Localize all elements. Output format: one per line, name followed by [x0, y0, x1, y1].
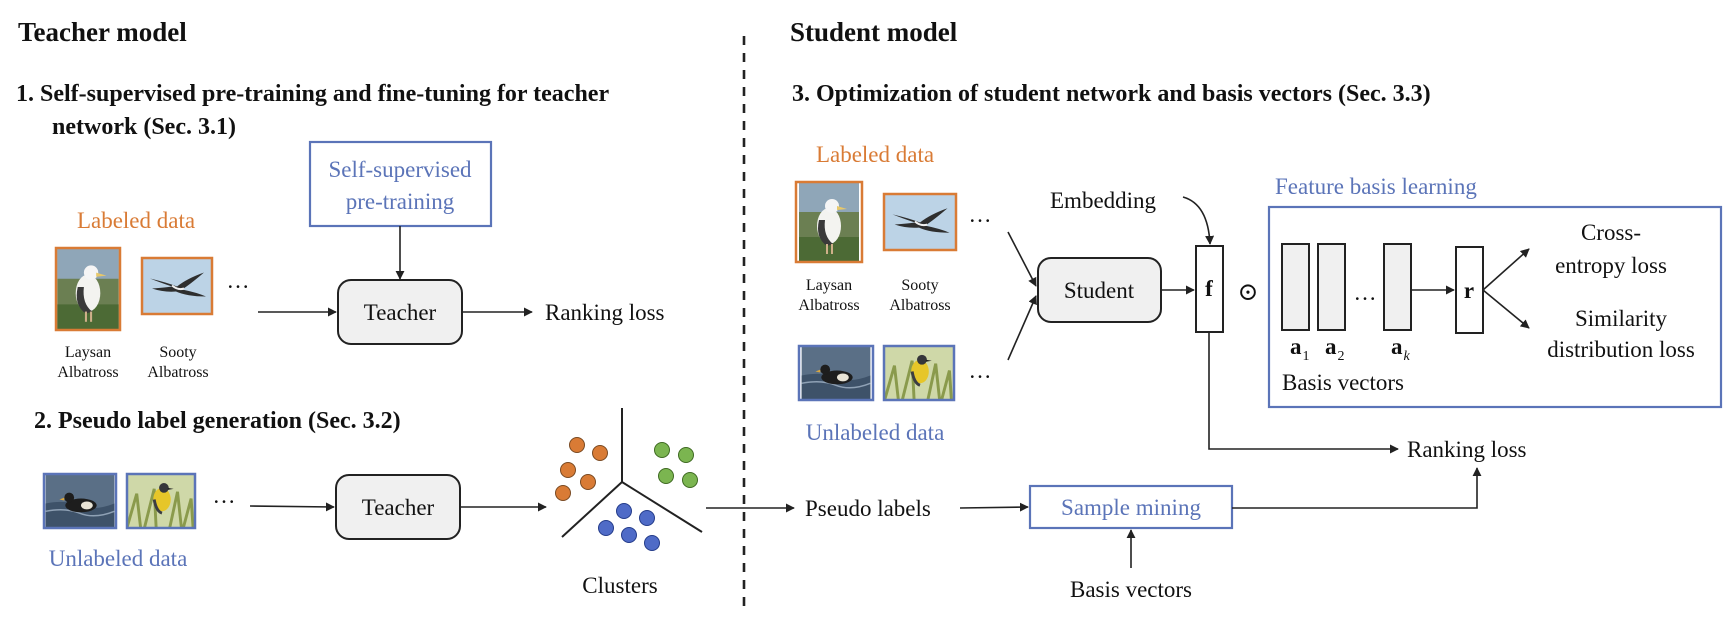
student-caption-1-line2: Albatross	[798, 297, 859, 314]
student-ranking-loss: Ranking loss	[1407, 437, 1527, 462]
teacher-ranking-loss: Ranking loss	[545, 300, 665, 325]
student-labeled-image-2	[882, 192, 958, 252]
teacher-unlabeled-ellipsis: …	[213, 483, 236, 508]
sim-loss-line1: Similarity	[1575, 306, 1668, 331]
basis-vector-a1	[1281, 243, 1310, 331]
student-labeled-image-1	[794, 180, 864, 264]
teacher-label-1: Teacher	[364, 300, 437, 325]
ssl-label-line1: Self-supervised	[328, 157, 472, 182]
step1-title-line1: 1. Self-supervised pre-training and fine…	[16, 81, 609, 107]
basis-ak-label: ak	[1391, 334, 1411, 364]
teacher-caption-1-line1: Laysan	[65, 344, 111, 361]
student-caption-2-line1: Sooty	[901, 277, 938, 294]
feature-basis-learning-title: Feature basis learning	[1275, 174, 1477, 199]
ssl-label-line2: pre-training	[346, 189, 455, 214]
clusters-label: Clusters	[582, 573, 657, 598]
teacher-unlabeled-data-title: Unlabeled data	[49, 546, 188, 571]
r-to-sim-arrow	[1482, 289, 1530, 329]
ce-loss-line1: Cross-	[1581, 220, 1641, 245]
teacher-unlabeled-image-2	[125, 472, 197, 530]
r-to-ce-arrow	[1482, 248, 1530, 291]
ce-loss-line2: entropy loss	[1555, 253, 1667, 278]
sample-mining-label: Sample mining	[1061, 495, 1201, 520]
basis-vectors-label: Basis vectors	[1282, 370, 1404, 395]
sample-mining-box	[1028, 484, 1234, 530]
embedding-arrow	[1182, 196, 1215, 245]
student-labeled-data-title: Labeled data	[816, 142, 934, 167]
teacher-labeled-image-2	[140, 256, 214, 316]
step2-title: 2. Pseudo label generation (Sec. 3.2)	[34, 408, 401, 434]
step1-title-line2: network (Sec. 3.1)	[52, 114, 236, 140]
student-model-title: Student model	[790, 17, 958, 47]
student-labeled-ellipsis: …	[969, 202, 992, 227]
student-caption-1-line1: Laysan	[806, 277, 852, 294]
basis-ellipsis: …	[1354, 280, 1377, 305]
student-unlabeled-image-1	[797, 344, 875, 402]
embedding-label: Embedding	[1050, 188, 1157, 213]
student-unlabeled-ellipsis: …	[969, 358, 992, 383]
unlabeled-to-teacher-arrow	[249, 502, 335, 512]
basis-a2-label: a2	[1325, 334, 1345, 364]
teacher-caption-2-line1: Sooty	[159, 344, 196, 361]
unlabeled-to-student-arrow	[1007, 295, 1037, 361]
teacher-unlabeled-image-1	[42, 472, 118, 530]
student-caption-2-line2: Albatross	[889, 297, 950, 314]
f-to-ranking-loss-arrow	[1208, 332, 1399, 454]
f-embedding-box	[1195, 245, 1224, 333]
teacher-labeled-data-title: Labeled data	[77, 208, 195, 233]
teacher-labeled-image-1	[54, 246, 122, 332]
teacher-model-title: Teacher model	[18, 17, 187, 47]
f-label: f	[1205, 276, 1213, 301]
basis-vectors-bottom-label: Basis vectors	[1070, 577, 1192, 602]
student-unlabeled-image-2	[882, 344, 956, 402]
basis-vector-a2	[1317, 243, 1346, 331]
step3-title: 3. Optimization of student network and b…	[792, 81, 1431, 107]
teacher-label-2: Teacher	[362, 495, 435, 520]
r-label: r	[1464, 278, 1474, 303]
student-label: Student	[1064, 278, 1135, 303]
teacher-caption-2-line2: Albatross	[147, 364, 208, 381]
teacher-caption-1-line2: Albatross	[57, 364, 118, 381]
sim-loss-line2: distribution loss	[1547, 337, 1695, 362]
odot-operator: ⊙	[1238, 279, 1259, 306]
teacher-labeled-ellipsis: …	[227, 268, 250, 293]
pseudo-labels: Pseudo labels	[805, 496, 931, 521]
basis-vector-ak	[1383, 243, 1412, 331]
basis-a1-label: a1	[1290, 334, 1310, 364]
mining-to-ranking-loss-arrow	[1232, 467, 1482, 509]
ssl-pretraining-box	[308, 140, 493, 228]
labeled-to-student-arrow	[1007, 231, 1037, 287]
clusters-graphic	[555, 408, 703, 551]
pseudo-to-mining-arrow	[959, 502, 1029, 512]
student-unlabeled-data-title: Unlabeled data	[806, 420, 945, 445]
